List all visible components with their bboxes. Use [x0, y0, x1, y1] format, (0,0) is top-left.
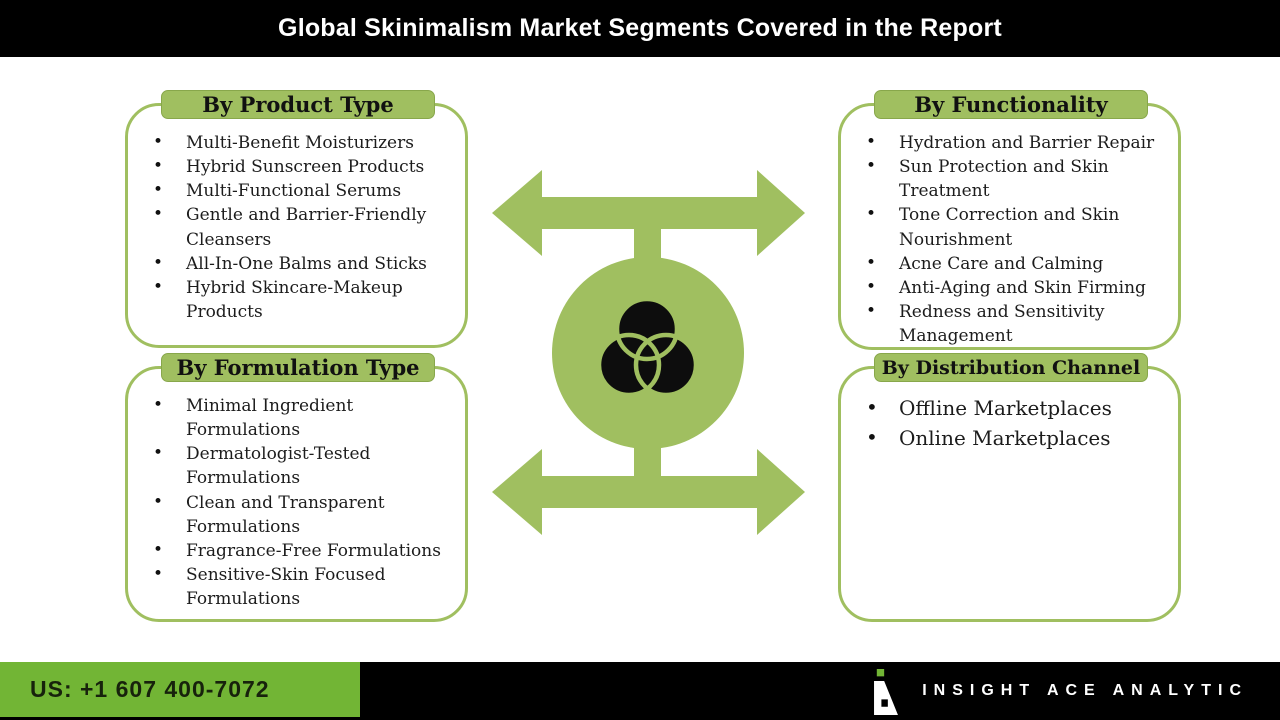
- list-item: Hydration and Barrier Repair: [841, 130, 1168, 155]
- segment-header-product-type: By Product Type: [161, 90, 435, 119]
- segment-header-formulation-type: By Formulation Type: [161, 353, 435, 382]
- center-graphic: [492, 170, 805, 535]
- segment-list-functionality: Hydration and Barrier RepairSun Protecti…: [841, 130, 1168, 348]
- list-item: Hybrid Sunscreen Products: [128, 154, 455, 179]
- segment-box-distribution-channel: By Distribution Channel Offline Marketpl…: [838, 353, 1181, 622]
- list-item: Offline Marketplaces: [841, 393, 1168, 423]
- page-title: Global Skinimalism Market Segments Cover…: [278, 14, 1002, 42]
- list-item: Fragrance-Free Formulations: [128, 538, 455, 563]
- bottom-double-arrow-icon: [492, 443, 805, 535]
- segment-header-functionality: By Functionality: [874, 90, 1148, 119]
- list-item: Online Marketplaces: [841, 423, 1168, 453]
- list-item: Hybrid Skincare-Makeup Products: [128, 275, 455, 324]
- list-item: Sensitive-Skin Focused Formulations: [128, 562, 455, 611]
- list-item: Sun Protection and Skin Treatment: [841, 154, 1168, 203]
- segment-list-product-type: Multi-Benefit MoisturizersHybrid Sunscre…: [128, 130, 455, 324]
- brand-name: INSIGHT ACE ANALYTIC: [922, 682, 1248, 699]
- segment-box-product-type: By Product Type Multi-Benefit Moisturize…: [125, 90, 468, 348]
- top-double-arrow-icon: [492, 170, 805, 265]
- list-item: Redness and Sensitivity Management: [841, 299, 1168, 348]
- brand-logo-icon: [874, 669, 899, 715]
- list-item: Multi-Functional Serums: [128, 178, 455, 203]
- phone-number: US: +1 607 400-7072: [30, 676, 270, 702]
- list-item: Acne Care and Calming: [841, 251, 1168, 276]
- title-bar: Global Skinimalism Market Segments Cover…: [0, 0, 1280, 57]
- list-item: Gentle and Barrier-Friendly Cleansers: [128, 202, 455, 251]
- list-item: Minimal Ingredient Formulations: [128, 393, 455, 442]
- venn-three-circles-icon: [596, 296, 699, 398]
- list-item: Multi-Benefit Moisturizers: [128, 130, 455, 155]
- footer-bar: US: +1 607 400-7072 INSIGHT ACE ANALYTIC: [0, 662, 1280, 720]
- list-item: All-In-One Balms and Sticks: [128, 251, 455, 276]
- list-item: Anti-Aging and Skin Firming: [841, 275, 1168, 300]
- list-item: Tone Correction and Skin Nourishment: [841, 202, 1168, 251]
- list-item: Dermatologist-Tested Formulations: [128, 441, 455, 490]
- segment-box-formulation-type: By Formulation Type Minimal Ingredient F…: [125, 353, 468, 622]
- list-item: Clean and Transparent Formulations: [128, 489, 455, 539]
- segment-list-distribution-channel: Offline MarketplacesOnline Marketplaces: [841, 393, 1168, 453]
- segment-list-formulation-type: Minimal Ingredient FormulationsDermatolo…: [128, 393, 455, 611]
- segment-box-functionality: By Functionality Hydration and Barrier R…: [838, 90, 1181, 350]
- segment-header-distribution-channel: By Distribution Channel: [874, 353, 1148, 382]
- brand-block: INSIGHT ACE ANALYTIC: [872, 662, 1248, 720]
- phone-banner: US: +1 607 400-7072: [0, 662, 360, 717]
